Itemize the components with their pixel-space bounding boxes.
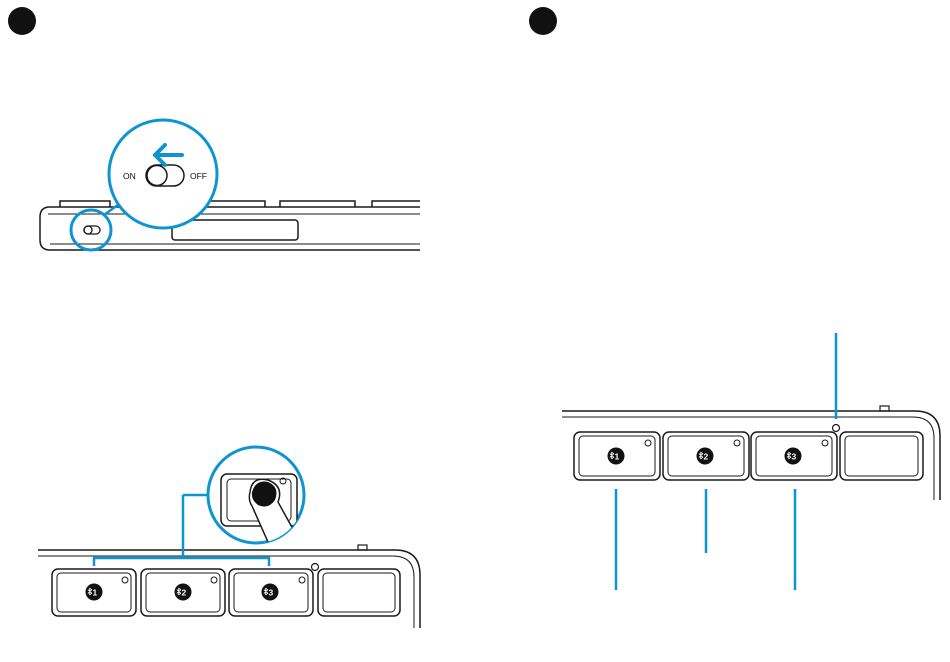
channel-key-2[interactable]: 2 bbox=[663, 432, 749, 480]
channel-key-1-label: 1 bbox=[615, 452, 620, 462]
channel-key-1[interactable]: 1 bbox=[574, 432, 660, 480]
channel-key-1[interactable]: 1 bbox=[52, 569, 136, 616]
blank-key[interactable] bbox=[840, 432, 923, 480]
channel-keys-bracket bbox=[94, 558, 269, 566]
status-led bbox=[312, 564, 319, 571]
power-switch-small[interactable] bbox=[84, 226, 100, 234]
channel-key-3[interactable]: 3 bbox=[229, 569, 313, 616]
channel-key-3-label: 3 bbox=[269, 588, 274, 598]
switch-knob[interactable] bbox=[147, 166, 167, 186]
press-key-zoom bbox=[208, 447, 310, 560]
step-1-marker bbox=[8, 7, 36, 35]
switch-on-label: ON bbox=[123, 171, 136, 181]
channel-key-3-label: 3 bbox=[792, 452, 797, 462]
status-led bbox=[833, 425, 840, 432]
power-switch-zoom: ON OFF bbox=[109, 120, 217, 228]
step-2-marker bbox=[529, 7, 557, 35]
channel-key-2-label: 2 bbox=[704, 452, 709, 462]
channel-key-3[interactable]: 3 bbox=[751, 432, 837, 480]
switch-off-label: OFF bbox=[190, 171, 207, 181]
blank-key[interactable] bbox=[318, 569, 400, 616]
channel-key-2-label: 2 bbox=[182, 588, 187, 598]
side-port bbox=[172, 220, 298, 240]
channel-key-1-label: 1 bbox=[93, 588, 98, 598]
channel-key-2[interactable]: 2 bbox=[141, 569, 225, 616]
